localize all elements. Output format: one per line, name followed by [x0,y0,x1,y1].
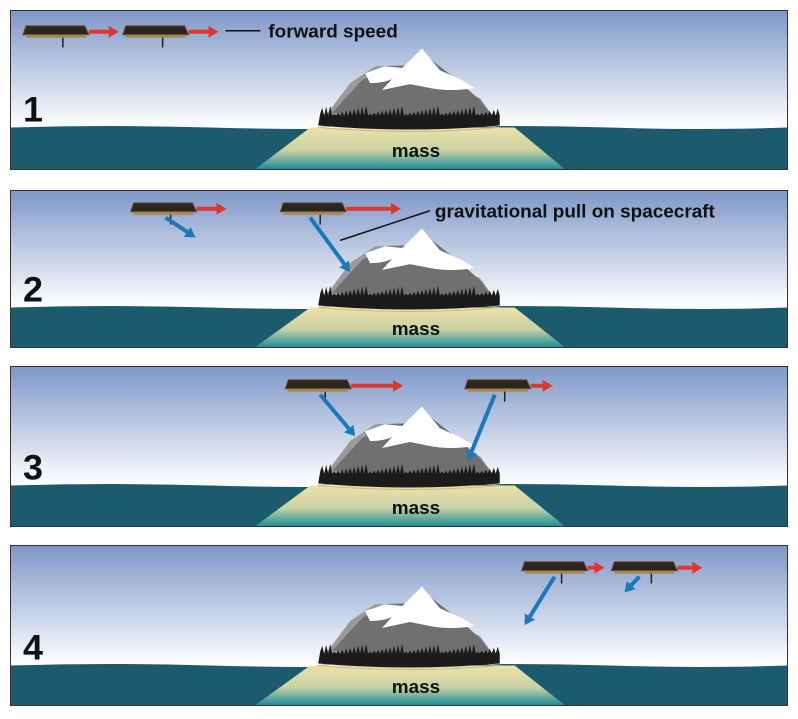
panel-2: mass 2 gravitational pull on spacecraft [10,190,788,348]
mountain-island-mass [255,228,565,347]
panel-number: 3 [23,448,43,488]
forward-speed-arrow [530,379,553,392]
gravity-arrow [308,216,351,272]
mass-label: mass [392,676,440,697]
mountain-island-mass [255,48,565,169]
spacecraft [284,379,352,402]
panel-number: 2 [23,270,43,310]
annotation-label: forward speed [268,21,397,42]
forward-speed-arrow [677,561,703,574]
forward-speed-arrow [346,202,401,215]
panel-1: mass 1 forward speed [10,10,788,170]
spacecraft [464,379,532,402]
spacecraft [122,25,190,48]
spacecraft [610,561,679,584]
mass-label: mass [392,140,440,161]
forward-speed-arrow [88,25,119,38]
annotation-label: gravitational pull on spacecraft [435,201,716,222]
forward-speed-arrow [196,202,227,215]
gravity-arrow [524,575,557,626]
mass-label: mass [392,318,440,339]
mass-label: mass [392,497,440,518]
panel-number: 1 [23,90,43,130]
panel-4: mass 4 [10,545,788,706]
spacecraft [22,25,90,48]
panel-number: 4 [23,628,43,668]
spacecraft [279,202,347,225]
mountain-island-mass [255,586,565,705]
forward-speed-arrow [587,561,605,574]
gravity-arrow [465,393,497,461]
gravity-arrow [164,216,196,238]
mountain-island-mass [255,406,565,526]
panel-3: mass 3 [10,366,788,527]
gravity-arrow [318,393,356,437]
spacecraft [520,561,589,584]
annotation-leader-line [339,210,431,242]
spacecraft [129,202,198,225]
forward-speed-arrow [351,379,403,392]
forward-speed-arrow [188,25,219,38]
gravity-arrow [624,575,641,593]
